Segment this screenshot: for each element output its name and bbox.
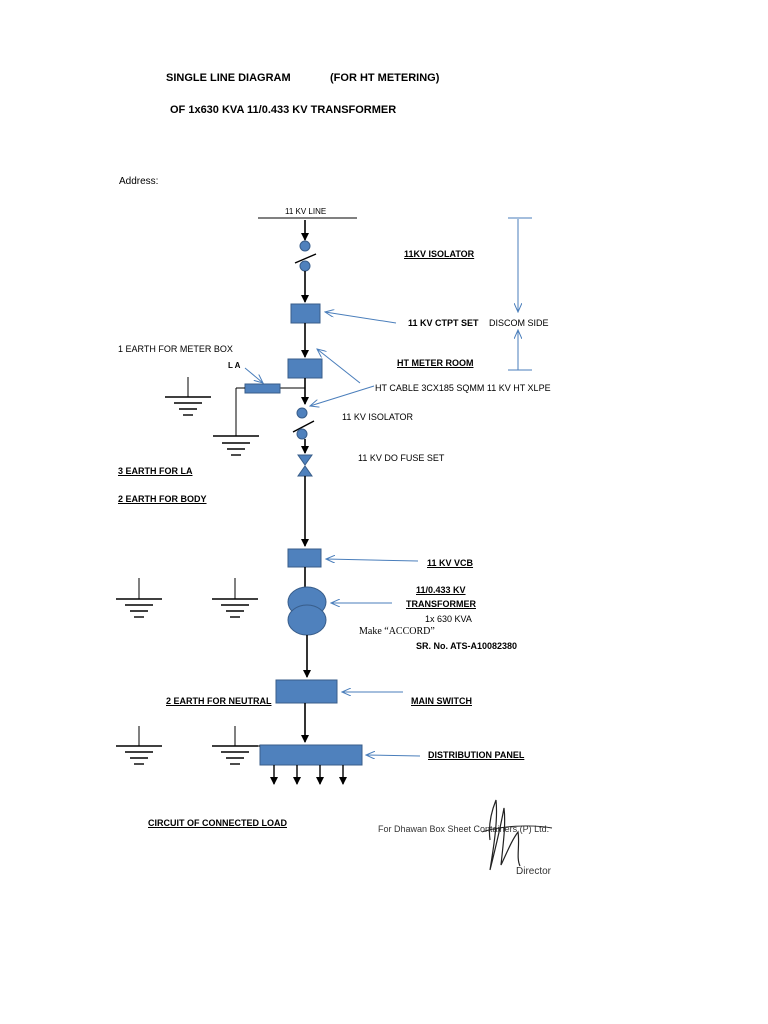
la-pointer-line — [244, 367, 263, 383]
label-earth-la: 3 EARTH FOR LA — [118, 466, 193, 476]
label-earth-meter-box: 1 EARTH FOR METER BOX — [118, 344, 233, 354]
label-ht-cable: HT CABLE 3CX185 SQMM 11 KV HT XLPE — [375, 383, 551, 393]
earth-symbol — [212, 726, 258, 765]
do-fuse-symbol — [297, 454, 313, 477]
signature-block: For Dhawan Box Sheet Containers (P) Ltd.… — [370, 790, 570, 880]
label-transformer-rating: 1x 630 KVA — [425, 614, 472, 624]
label-transformer: TRANSFORMER — [406, 599, 476, 609]
label-isolator-second: 11 KV ISOLATOR — [342, 412, 414, 422]
earth-symbol — [212, 578, 258, 618]
pointer-ht-cable — [310, 385, 375, 406]
label-11kv-line: 11 KV LINE — [285, 207, 327, 216]
diagram-title: SINGLE LINE DIAGRAM — [166, 72, 291, 84]
pointer-meter-room — [317, 349, 361, 384]
outgoing-load-arrows — [270, 765, 347, 785]
label-distribution-panel: DISTRIBUTION PANEL — [428, 750, 525, 760]
label-serial-number: SR. No. ATS-A10082380 — [416, 641, 518, 651]
signature-company: For Dhawan Box Sheet Containers (P) Ltd. — [378, 824, 550, 834]
isolator-top — [294, 240, 317, 272]
transformer-symbol — [287, 586, 327, 636]
diagram-subtitle: OF 1x630 KVA 11/0.433 KV TRANSFORMER — [170, 104, 397, 116]
label-connected-load: CIRCUIT OF CONNECTED LOAD — [148, 818, 287, 828]
label-isolator-top: 11KV ISOLATOR — [404, 249, 475, 259]
label-make: Make “ACCORD” — [359, 626, 435, 637]
pointer-vcb — [326, 559, 419, 561]
label-vcb: 11 KV VCB — [427, 558, 474, 568]
label-ctpt-set: 11 KV CTPT SET — [408, 318, 479, 328]
vcb-box — [287, 548, 322, 568]
label-la: L A — [228, 361, 241, 370]
address-label: Address: — [119, 176, 159, 187]
main-switch-box — [275, 679, 338, 704]
earth-symbol — [116, 726, 162, 765]
earth-symbol — [213, 435, 259, 456]
label-transformer-ratio: 11/0.433 KV — [416, 585, 466, 595]
ht-meter-box — [287, 358, 323, 379]
isolator-second — [292, 407, 315, 440]
distribution-panel-box — [259, 744, 363, 766]
signature-designation: Director — [516, 866, 552, 877]
pointer-distribution-panel — [366, 755, 421, 756]
signature-scribble — [481, 799, 553, 871]
ctpt-set-box — [290, 303, 321, 324]
label-earth-body: 2 EARTH FOR BODY — [118, 494, 207, 504]
label-discom-side: DISCOM SIDE — [489, 318, 549, 328]
label-do-fuse: 11 KV DO FUSE SET — [358, 453, 445, 463]
pointer-ctpt — [325, 312, 397, 324]
label-earth-neutral: 2 EARTH FOR NEUTRAL — [166, 696, 272, 706]
label-ht-meter-room: HT METER ROOM — [397, 358, 474, 368]
label-main-switch: MAIN SWITCH — [411, 696, 472, 706]
diagram-title-note: (FOR HT METERING) — [330, 72, 440, 84]
earth-symbol — [165, 377, 211, 416]
la-box — [244, 383, 281, 394]
discom-side-bracket — [508, 217, 532, 371]
earth-symbol — [116, 578, 162, 618]
